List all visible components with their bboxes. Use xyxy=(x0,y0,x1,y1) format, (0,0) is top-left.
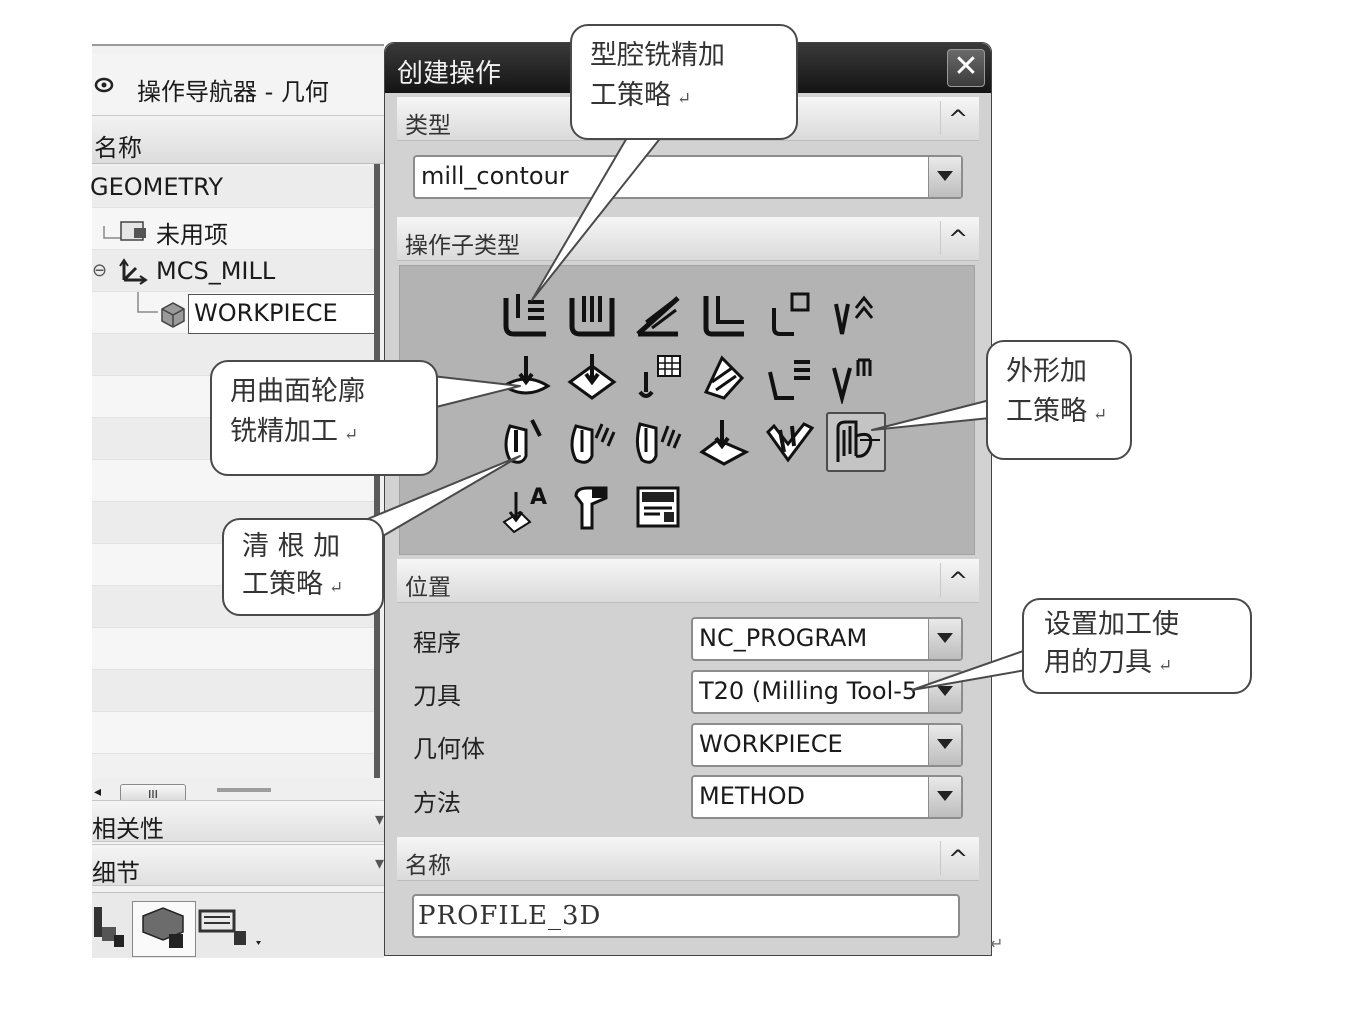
dropdown-arrow-icon[interactable] xyxy=(928,619,961,659)
location-group-header[interactable]: 位置 ^ xyxy=(397,559,979,603)
geometry-dropdown[interactable]: WORKPIECE xyxy=(691,723,963,767)
create-operation-dialog: 创建操作 ✕ 类型 ^ mill_contour 操作子类型 ^ xyxy=(384,42,992,956)
callout-surface-contour: 用曲面轮廓 铣精加工↵ xyxy=(210,360,438,476)
navigator-title: 操作导航器 - 几何 xyxy=(137,78,329,106)
program-dropdown[interactable]: NC_PROGRAM xyxy=(691,617,963,661)
callout-cavity-finish: 型腔铣精加 工策略↵ xyxy=(570,24,798,140)
tree-node-mcs-mill[interactable]: ⊖ MCS_MILL xyxy=(92,257,276,285)
coordinate-system-icon xyxy=(119,258,148,285)
tree-row-bg xyxy=(92,250,374,292)
dropdown-arrow-icon[interactable] xyxy=(928,777,961,817)
tree-row-bg xyxy=(92,166,374,208)
tree-row-bg xyxy=(92,712,374,754)
geometry-label: 几何体 xyxy=(413,735,485,763)
collapse-chevron-icon[interactable]: ^ xyxy=(940,841,975,875)
geometry-view-icon[interactable] xyxy=(196,901,266,955)
mill-user-icon[interactable] xyxy=(566,482,618,534)
workpiece-cube-icon xyxy=(161,302,185,328)
profile-3d-icon xyxy=(836,420,880,462)
tree-connector xyxy=(103,226,122,239)
folder-icon xyxy=(120,221,146,241)
plunge-mill-icon[interactable] xyxy=(566,288,618,340)
method-label: 方法 xyxy=(413,789,461,817)
navigator-view-tabs xyxy=(92,892,384,958)
section-dependencies[interactable]: 相关性 ▾ xyxy=(92,800,384,843)
tree-row-bg xyxy=(92,628,374,670)
dropdown-arrow-icon[interactable] xyxy=(928,725,961,765)
operation-subtype-palette: A xyxy=(399,265,975,555)
flowcut-smooth-icon[interactable] xyxy=(632,416,684,468)
close-button[interactable]: ✕ xyxy=(947,49,985,87)
method-dropdown[interactable]: METHOD xyxy=(691,775,963,819)
tree-row-bg xyxy=(92,670,374,712)
expand-arrow-icon: ▾ xyxy=(374,809,384,830)
contour-steep-icon[interactable] xyxy=(764,352,816,404)
dropdown-arrow-icon[interactable] xyxy=(928,157,961,197)
subtype-group-header[interactable]: 操作子类型 ^ xyxy=(397,217,979,261)
tree-node-unused[interactable]: 未用项 xyxy=(92,208,374,250)
collapse-chevron-icon[interactable]: ^ xyxy=(940,221,975,255)
tool-label: 刀具 xyxy=(413,682,461,710)
contour-surface-area-icon[interactable] xyxy=(632,352,684,404)
program-order-view-icon[interactable] xyxy=(92,901,150,955)
mill-control-icon[interactable] xyxy=(632,482,684,534)
flowcut-ref-tool-icon[interactable] xyxy=(566,416,618,468)
zlevel-corner-icon[interactable] xyxy=(830,288,882,340)
collapse-chevron-icon[interactable]: ^ xyxy=(940,101,975,135)
collapse-chevron-icon[interactable]: ^ xyxy=(940,563,975,597)
contour-text-icon[interactable] xyxy=(764,416,816,468)
collapse-expander-icon[interactable]: ⊖ xyxy=(92,260,108,281)
name-group-header[interactable]: 名称 ^ xyxy=(397,837,979,881)
contour-area-icon[interactable] xyxy=(566,352,618,404)
callout-cleanup: 清 根 加 工策略↵ xyxy=(222,518,384,616)
fixed-contour-general-icon[interactable] xyxy=(698,416,750,468)
type-dropdown[interactable]: mill_contour xyxy=(413,155,963,199)
contour-text-a-icon[interactable]: A xyxy=(500,482,552,534)
return-mark: ↵ xyxy=(990,934,1004,953)
streamline-icon[interactable] xyxy=(698,352,750,404)
cavity-mill-icon[interactable] xyxy=(500,288,552,340)
operation-name-input[interactable]: PROFILE_3D xyxy=(412,894,960,938)
navigator-icon xyxy=(94,77,114,93)
flowcut-single-icon[interactable] xyxy=(830,352,882,404)
callout-profile: 外形加 工策略↵ xyxy=(986,340,1132,460)
tree-connector xyxy=(137,292,158,313)
machine-tool-view-icon[interactable] xyxy=(132,901,196,957)
scroll-left-arrow-icon[interactable]: ◂ xyxy=(94,784,102,800)
tree-node-geometry[interactable]: GEOMETRY xyxy=(90,173,223,201)
zlevel-profile-icon[interactable] xyxy=(764,288,816,340)
pane-splitter[interactable] xyxy=(217,788,271,792)
rest-mill-icon[interactable] xyxy=(698,288,750,340)
expand-arrow-icon: ▾ xyxy=(374,853,384,874)
name-column-header[interactable]: 名称 xyxy=(92,118,384,164)
section-details[interactable]: 细节 ▾ xyxy=(92,844,384,887)
program-label: 程序 xyxy=(413,629,461,657)
profile-3d-icon-selected[interactable] xyxy=(826,412,886,472)
callout-tool: 设置加工使 用的刀具↵ xyxy=(1022,598,1252,694)
fixed-contour-icon[interactable] xyxy=(500,352,552,404)
navigator-title-bar: 操作导航器 - 几何 xyxy=(92,54,384,116)
corner-rough-icon[interactable] xyxy=(632,288,684,340)
svg-text:A: A xyxy=(530,485,547,510)
dialog-title: 创建操作 xyxy=(397,59,502,89)
